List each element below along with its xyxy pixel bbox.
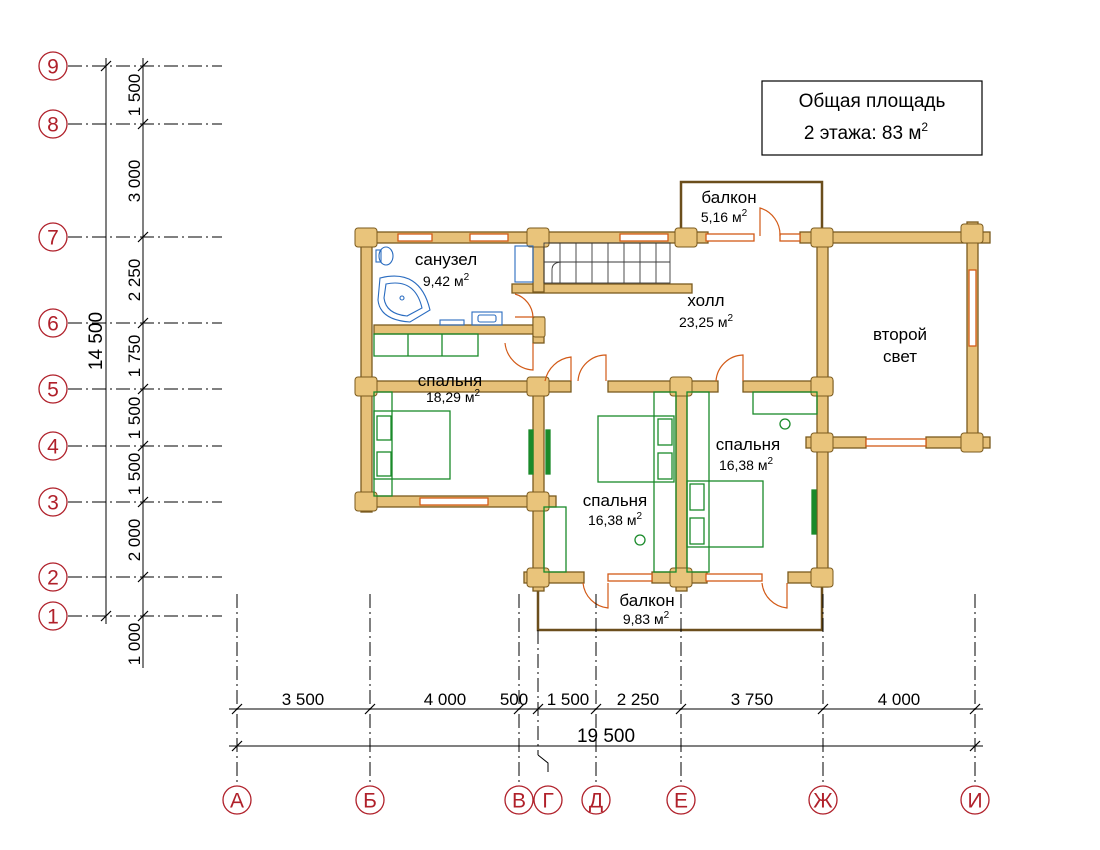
row-axis-2: 2 — [38, 562, 68, 592]
svg-text:4: 4 — [47, 436, 59, 459]
room-second-light: второй свет — [873, 325, 927, 366]
row-axis-5: 5 — [38, 374, 68, 404]
svg-text:Б: Б — [363, 790, 377, 813]
svg-text:спальня: спальня — [418, 371, 483, 390]
stair-wall — [511, 283, 693, 294]
dim-h-3500: 3 500 — [282, 690, 325, 709]
svg-text:2: 2 — [47, 567, 59, 590]
svg-text:9,83 м2: 9,83 м2 — [623, 610, 670, 627]
col-axis-v: В — [504, 785, 534, 815]
col-axes: А Б В Г Д Е Ж И — [222, 785, 990, 815]
dim-v-3000: 3 000 — [125, 160, 144, 203]
room-balcony-bottom: балкон 9,83 м2 — [619, 591, 674, 627]
svg-text:5: 5 — [47, 379, 59, 402]
dim-h-3750: 3 750 — [731, 690, 774, 709]
svg-text:16,38 м2: 16,38 м2 — [588, 511, 643, 528]
row-axis-7: 7 — [38, 222, 68, 252]
dim-h-4000-a: 4 000 — [424, 690, 467, 709]
col-axis-zh: Ж — [808, 785, 838, 815]
row-axis-8: 8 — [38, 109, 68, 139]
staircase — [543, 242, 671, 284]
room-bedroom-left: спальня 18,29 м2 — [418, 371, 483, 405]
dim-v-1500-a: 1 500 — [125, 397, 144, 440]
svg-text:В: В — [512, 790, 526, 813]
room-bathroom: санузел 9,42 м2 — [415, 250, 477, 289]
dim-v-2250: 2 250 — [125, 259, 144, 302]
dim-v-1500-top: 1 500 — [125, 74, 144, 117]
svg-text:1: 1 — [47, 606, 59, 629]
vertical-dimensions: 1 500 3 000 2 250 1 750 1 500 1 500 2 00… — [86, 58, 149, 668]
bath-wall — [373, 324, 543, 335]
svg-text:8: 8 — [47, 114, 59, 137]
room-hall: холл 23,25 м2 — [679, 291, 734, 330]
dim-v-1500-b: 1 500 — [125, 453, 144, 496]
svg-text:7: 7 — [47, 227, 59, 250]
dim-h-total: 19 500 — [577, 726, 635, 747]
dim-h-1500: 1 500 — [547, 690, 590, 709]
total-area-value: 2 этажа: 83 м2 — [804, 120, 929, 144]
balcony-bottom-railing — [536, 585, 824, 632]
row-axis-3: 3 — [38, 487, 68, 517]
svg-text:Е: Е — [674, 790, 688, 813]
col-axis-a: А — [222, 785, 252, 815]
dim-v-total: 14 500 — [86, 312, 107, 370]
balcony-top-railing — [679, 180, 824, 236]
svg-text:Д: Д — [589, 790, 603, 813]
wall-right — [816, 231, 829, 588]
svg-text:спальня: спальня — [583, 491, 648, 510]
total-area-title: Общая площадь — [799, 91, 946, 112]
dim-h-2250: 2 250 — [617, 690, 660, 709]
dim-h-500: 500 — [500, 690, 528, 709]
bathroom-fixtures — [375, 245, 534, 326]
svg-text:6: 6 — [47, 313, 59, 336]
col-axis-d: Д — [581, 785, 611, 815]
col-axis-b: Б — [355, 785, 385, 815]
col-axis-e: Е — [666, 785, 696, 815]
svg-text:3: 3 — [47, 492, 59, 515]
svg-text:холл: холл — [687, 291, 724, 310]
room-bedroom-right: спальня 16,38 м2 — [716, 435, 781, 473]
svg-text:9,42 м2: 9,42 м2 — [423, 272, 470, 289]
svg-text:санузел: санузел — [415, 250, 477, 269]
dim-v-1750: 1 750 — [125, 335, 144, 378]
svg-text:16,38 м2: 16,38 м2 — [719, 456, 774, 473]
row-axis-1: 1 — [38, 601, 68, 631]
svg-text:балкон: балкон — [701, 188, 756, 207]
wall-left — [360, 231, 373, 513]
svg-text:свет: свет — [883, 347, 917, 366]
svg-text:балкон: балкон — [619, 591, 674, 610]
furniture — [373, 333, 818, 573]
svg-text:9: 9 — [47, 56, 59, 79]
svg-text:спальня: спальня — [716, 435, 781, 454]
col-axis-i: И — [960, 785, 990, 815]
svg-text:Г: Г — [542, 790, 553, 813]
row-axis-6: 6 — [38, 308, 68, 338]
total-area-box: Общая площадь 2 этажа: 83 м2 — [761, 80, 983, 156]
wall-middle — [532, 380, 545, 592]
svg-text:5,16 м2: 5,16 м2 — [701, 208, 748, 225]
svg-text:23,25 м2: 23,25 м2 — [679, 313, 734, 330]
svg-text:18,29 м2: 18,29 м2 — [426, 388, 481, 405]
row-axis-4: 4 — [38, 431, 68, 461]
room-bedroom-middle: спальня 16,38 м2 — [583, 491, 648, 528]
dim-h-4000-b: 4 000 — [878, 690, 921, 709]
svg-text:А: А — [230, 790, 244, 813]
wall-middle-right — [675, 380, 688, 592]
dim-v-1000: 1 000 — [125, 623, 144, 666]
horizontal-dimensions: 3 500 4 000 500 1 500 2 250 3 750 4 000 … — [229, 594, 983, 785]
plan-drawing: балкон 5,16 м2 санузел 9,42 м2 холл 23,2… — [354, 180, 991, 632]
row-axis-9: 9 — [38, 51, 68, 81]
room-balcony-top: балкон 5,16 м2 — [701, 188, 757, 225]
col-axis-g: Г — [533, 785, 563, 815]
dim-v-2000: 2 000 — [125, 519, 144, 562]
svg-text:И: И — [967, 790, 982, 813]
row-axes: 9 8 7 6 5 4 3 2 — [38, 51, 222, 631]
svg-text:второй: второй — [873, 325, 927, 344]
svg-text:Ж: Ж — [813, 790, 833, 813]
